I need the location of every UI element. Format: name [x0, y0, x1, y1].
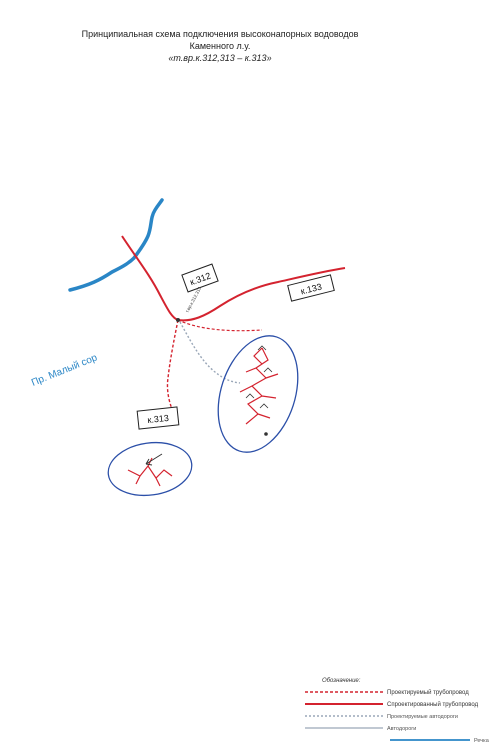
designed-pipeline-main	[121, 235, 346, 322]
pad-k313-label: к.313	[147, 413, 169, 425]
legend-label-planned-pipe: Проектируемый трубопровод	[387, 689, 469, 696]
planned-pipeline-to-k313	[166, 319, 179, 415]
pad-cluster-network-left	[127, 457, 173, 487]
pad-node-right	[264, 432, 268, 436]
pad-cluster-network-right	[239, 347, 279, 425]
legend-label-designed-pipe: Спроектированный трубопровод	[387, 701, 479, 708]
legend-label-road: Автодороги	[387, 726, 416, 732]
junction-node	[176, 318, 180, 322]
legend-label-planned-road: Проектируемые автодороги	[387, 714, 458, 720]
planned-pipeline-to-pad	[177, 319, 263, 332]
pad-cluster-wells-right	[245, 345, 273, 409]
title-line-2: Каменного л.у.	[189, 41, 251, 51]
pad-cluster-ellipse-right	[217, 335, 299, 453]
river	[68, 198, 164, 292]
planned-road	[179, 321, 241, 384]
title-line-1: Принципиальная схема подключения высокон…	[81, 29, 359, 39]
pad-k312-box	[181, 263, 219, 293]
pad-k133-box	[287, 274, 335, 302]
pad-cluster-ellipse-left	[107, 441, 193, 497]
pad-k313-box	[136, 406, 180, 430]
map-title: Принципиальная схема подключения высокон…	[40, 28, 400, 64]
river-label: Пр. Малый сор	[30, 352, 99, 389]
pad-cluster-arrow-left	[145, 453, 163, 466]
legend-heading: Обозначение:	[322, 678, 361, 684]
title-line-3: «т.вр.к.312,313 – к.313»	[168, 53, 272, 63]
legend-label-river: Речка	[474, 738, 490, 744]
